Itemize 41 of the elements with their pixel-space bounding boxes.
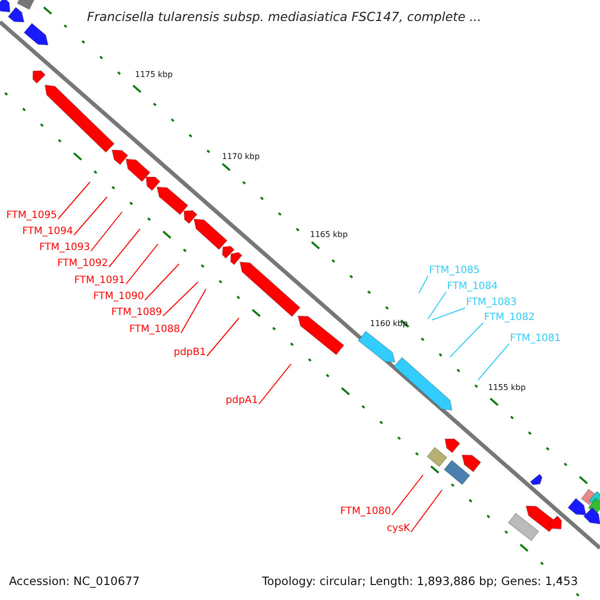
leader-line [90, 212, 122, 252]
leader-line [108, 228, 140, 268]
leader-line [392, 474, 424, 516]
leader-line [432, 308, 466, 320]
scale-label: 1170 kbp [222, 151, 260, 162]
gene-label: FTM_1081 [510, 333, 561, 345]
scale-label: 1165 kbp [310, 229, 348, 240]
leader-line [58, 182, 90, 220]
genome-summary-text: Topology: circular; Length: 1,893,886 bp; Genes: 1,453 [262, 574, 578, 588]
leader-line [206, 318, 240, 356]
scale-label: 1175 kbp [135, 69, 173, 80]
gene-label: FTM_1083 [466, 297, 517, 309]
gene-label: FTM_1088 [129, 324, 180, 336]
gene-label: pdpA1 [226, 395, 258, 407]
leader-line [478, 344, 510, 380]
gene-label: pdpB1 [174, 347, 206, 359]
gene-label: FTM_1091 [74, 275, 125, 287]
gene-label: FTM_1093 [39, 242, 90, 254]
gene-label: FTM_1092 [57, 258, 108, 270]
leader-line [74, 196, 108, 236]
leader-line [180, 288, 206, 334]
scale-label: 1155 kbp [488, 382, 526, 393]
accession-text: Accession: NC_010677 [9, 574, 140, 588]
gene-label: FTM_1089 [111, 307, 162, 319]
leader-line [258, 364, 292, 404]
leader-line [126, 244, 158, 284]
gene-label: FTM_1080 [340, 506, 391, 518]
leader-line [410, 490, 442, 532]
gene-label: FTM_1094 [22, 226, 73, 238]
leader-line [428, 292, 446, 320]
gene-label: cysK [386, 523, 410, 535]
leader-line [418, 276, 428, 294]
gene-label: FTM_1095 [6, 210, 57, 222]
gene-label: FTM_1090 [93, 291, 144, 303]
leader-line [162, 282, 198, 316]
leader-line [144, 264, 180, 300]
leader-line [450, 322, 484, 358]
gene-label: FTM_1085 [429, 265, 480, 277]
gene-label: FTM_1084 [447, 281, 498, 293]
gene-label: FTM_1082 [484, 312, 535, 324]
title-text: Francisella tularensis subsp. mediasiatica FSC147, complete ... [87, 9, 482, 24]
